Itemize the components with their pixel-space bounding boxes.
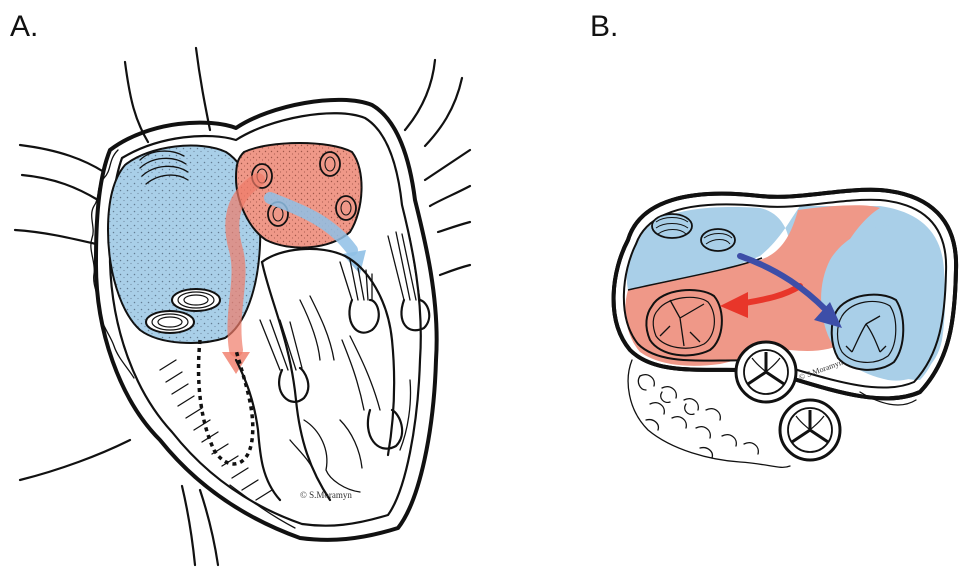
b-mitral-valve (832, 295, 904, 370)
b-pulmonary-valve (780, 400, 840, 460)
panel-a-heart-illustration: © S.Moramyn (15, 48, 470, 565)
trabeculae (290, 380, 411, 492)
chordae-tendineae (260, 232, 420, 410)
signature-a: © S.Moramyn (300, 490, 352, 500)
ventricle-line-art (236, 249, 394, 500)
b-tricuspid-valve (646, 290, 722, 355)
panel-b-cross-section: © S.Moramyn (614, 190, 957, 468)
b-aortic-valve (736, 342, 796, 402)
signature-b: © S.Moramyn (798, 358, 844, 382)
septum-hatching (160, 360, 272, 500)
